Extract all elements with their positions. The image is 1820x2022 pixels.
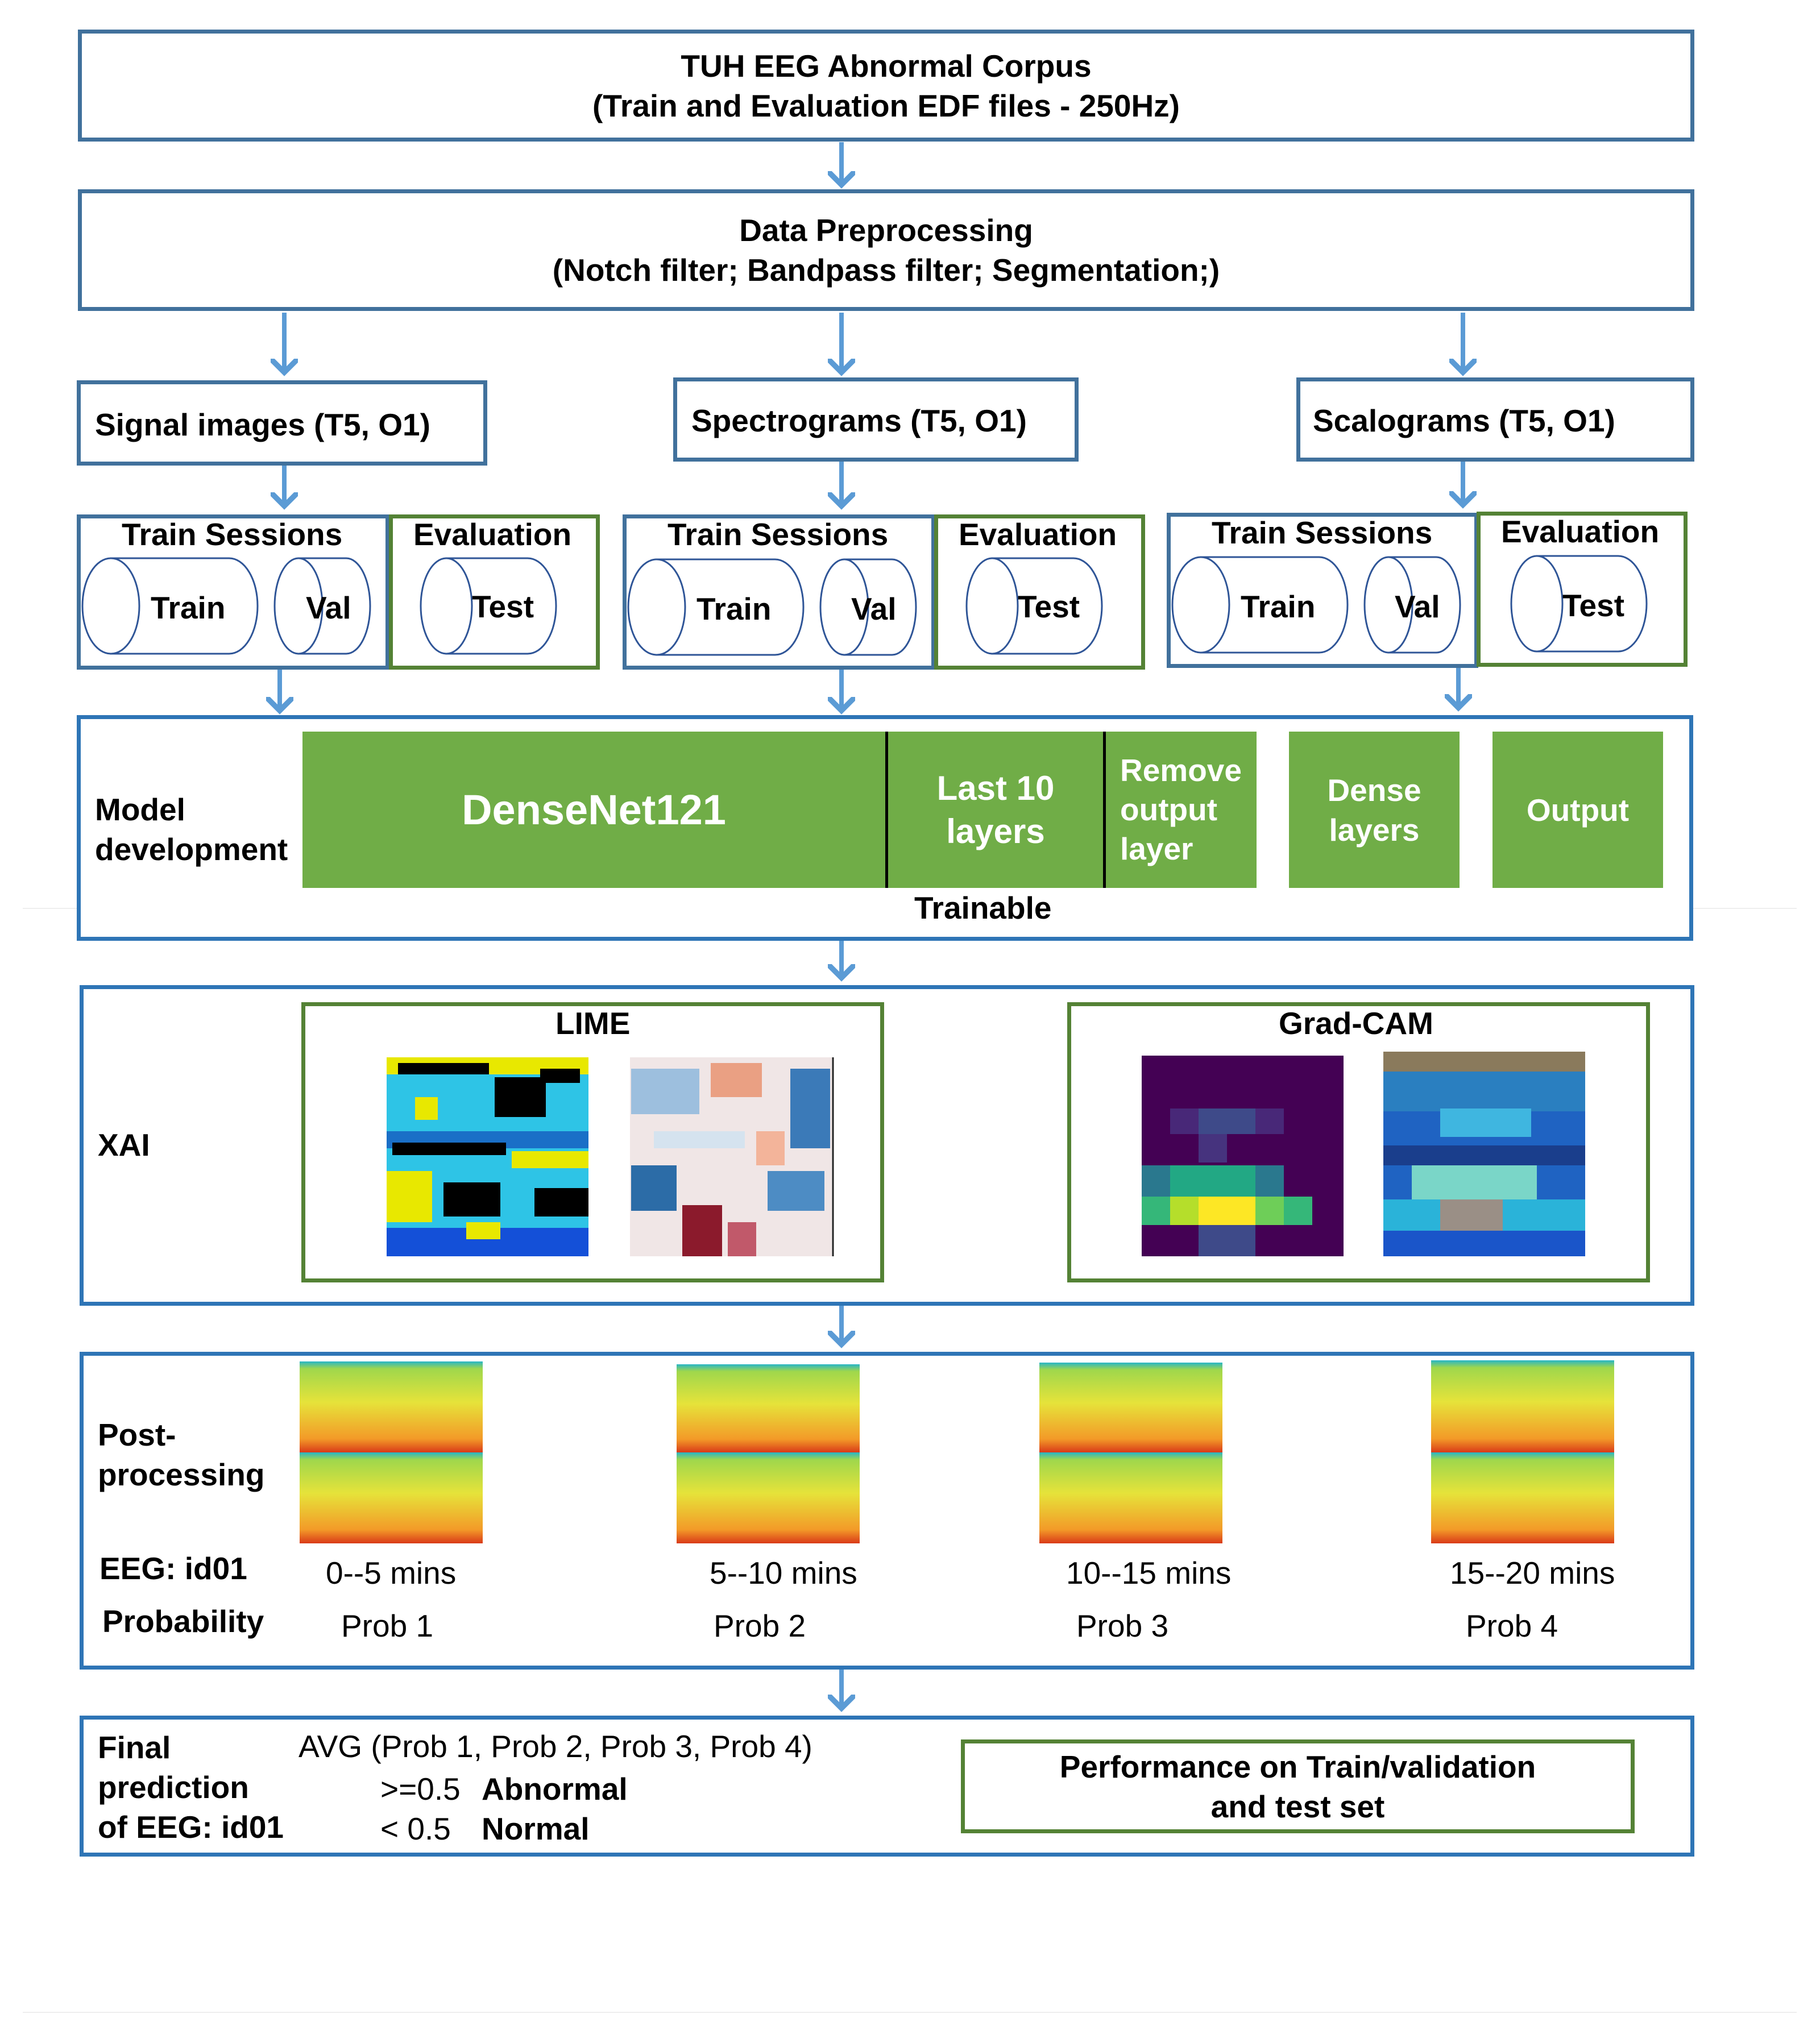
gradcam-heatmap-image — [1142, 1056, 1344, 1256]
cylinder-test-2 — [965, 557, 1103, 655]
spectrogram-segment-3 — [1039, 1363, 1222, 1543]
post-label-line1: Post- — [98, 1417, 176, 1452]
cylinder-train-1 — [81, 557, 259, 655]
train-sessions-label-1: Train Sessions — [122, 517, 343, 552]
lime-label: LIME — [555, 1006, 631, 1041]
train-sessions-label-3: Train Sessions — [1212, 515, 1433, 550]
last10-line2: layers — [946, 812, 1045, 850]
final-label-line1: Final — [98, 1730, 171, 1765]
output-block: Output — [1493, 732, 1663, 888]
cylinder-test-1 — [420, 557, 557, 655]
cylinder-test-3 — [1510, 555, 1648, 653]
last10-line1: Last 10 — [936, 769, 1055, 807]
preprocessing-steps: (Notch filter; Bandpass filter; Segmenta… — [552, 252, 1220, 288]
threshold-ge: >=0.5 — [380, 1771, 461, 1807]
spectrogram-segment-4 — [1431, 1360, 1614, 1543]
spectrograms-box: Spectrograms (T5, O1) — [673, 377, 1079, 462]
performance-box: Performance on Train/validation and test… — [961, 1739, 1635, 1833]
train-label-3: Train — [1241, 589, 1316, 624]
segment-prob-3: Prob 3 — [1076, 1608, 1169, 1643]
corpus-subtitle: (Train and Evaluation EDF files - 250Hz) — [592, 88, 1180, 123]
remove-output-block: Remove output layer — [1103, 732, 1257, 888]
test-label-2: Test — [1018, 589, 1080, 624]
xai-label: XAI — [98, 1127, 150, 1162]
scalograms-label: Scalograms (T5, O1) — [1313, 403, 1615, 438]
cylinder-val-1 — [273, 557, 371, 655]
performance-line2: and test set — [1210, 1788, 1385, 1824]
train-sessions-label-2: Train Sessions — [668, 517, 889, 552]
signal-images-label: Signal images (T5, O1) — [95, 407, 430, 442]
model-label-line2: development — [95, 832, 288, 867]
output-label: Output — [1526, 792, 1630, 828]
train-label-1: Train — [151, 590, 226, 625]
dense-line1: Dense — [1327, 772, 1421, 808]
final-label-line3: of EEG: id01 — [98, 1809, 284, 1845]
gradcam-overlay-image — [1383, 1052, 1585, 1256]
trainable-label: Trainable — [914, 890, 1052, 925]
abnormal-label: Abnormal — [482, 1771, 628, 1807]
densenet-label: DenseNet121 — [462, 786, 726, 833]
remove-line3: layer — [1120, 831, 1193, 866]
segment-time-1: 0--5 mins — [326, 1555, 457, 1591]
remove-line2: output — [1120, 792, 1218, 827]
spectrograms-label: Spectrograms (T5, O1) — [691, 403, 1027, 438]
threshold-lt: < 0.5 — [380, 1811, 451, 1846]
preprocessing-title: Data Preprocessing — [739, 213, 1033, 248]
cylinder-val-3 — [1363, 556, 1461, 654]
model-label-line1: Model — [95, 792, 185, 827]
segment-time-4: 15--20 mins — [1450, 1555, 1615, 1591]
segment-time-2: 5--10 mins — [710, 1555, 857, 1591]
evaluation-label-3: Evaluation — [1501, 514, 1660, 549]
spectrogram-segment-1 — [300, 1361, 483, 1543]
spectrogram-segment-2 — [677, 1364, 860, 1543]
avg-formula: AVG (Prob 1, Prob 2, Prob 3, Prob 4) — [299, 1729, 812, 1764]
densenet-block: DenseNet121 — [302, 732, 885, 888]
test-label-1: Test — [472, 589, 534, 624]
lime-segmentation-image — [387, 1057, 588, 1256]
train-label-2: Train — [697, 591, 772, 626]
dense-line2: layers — [1329, 812, 1420, 848]
gradcam-label: Grad-CAM — [1279, 1006, 1433, 1041]
normal-label: Normal — [482, 1811, 590, 1846]
evaluation-label-2: Evaluation — [959, 517, 1117, 552]
segment-time-3: 10--15 mins — [1066, 1555, 1232, 1591]
post-label-line2: processing — [98, 1457, 265, 1492]
val-label-3: Val — [1395, 589, 1440, 624]
cylinder-val-2 — [819, 558, 917, 656]
signal-images-box: Signal images (T5, O1) — [77, 380, 487, 466]
segment-prob-1: Prob 1 — [341, 1608, 434, 1643]
probability-label: Probability — [102, 1604, 264, 1639]
val-label-2: Val — [851, 591, 897, 626]
corpus-title: TUH EEG Abnormal Corpus — [681, 48, 1092, 84]
final-label-line2: prediction — [98, 1770, 249, 1805]
last10-block: Last 10 layers — [885, 732, 1103, 888]
cylinder-train-2 — [627, 558, 805, 656]
segment-prob-2: Prob 2 — [714, 1608, 806, 1643]
test-label-3: Test — [1562, 588, 1625, 623]
remove-line1: Remove — [1120, 753, 1242, 788]
lime-heatmap-image — [630, 1057, 834, 1256]
cylinder-train-3 — [1171, 556, 1349, 654]
eeg-id-label: EEG: id01 — [100, 1551, 247, 1586]
preprocessing-box: Data Preprocessing (Notch filter; Bandpa… — [78, 189, 1694, 311]
dense-layers-block: Dense layers — [1289, 732, 1460, 888]
performance-line1: Performance on Train/validation — [1059, 1749, 1536, 1784]
val-label-1: Val — [306, 590, 351, 625]
scalograms-box: Scalograms (T5, O1) — [1296, 377, 1694, 462]
corpus-box: TUH EEG Abnormal Corpus (Train and Evalu… — [78, 30, 1694, 142]
evaluation-label-1: Evaluation — [413, 517, 572, 552]
segment-prob-4: Prob 4 — [1466, 1608, 1558, 1643]
